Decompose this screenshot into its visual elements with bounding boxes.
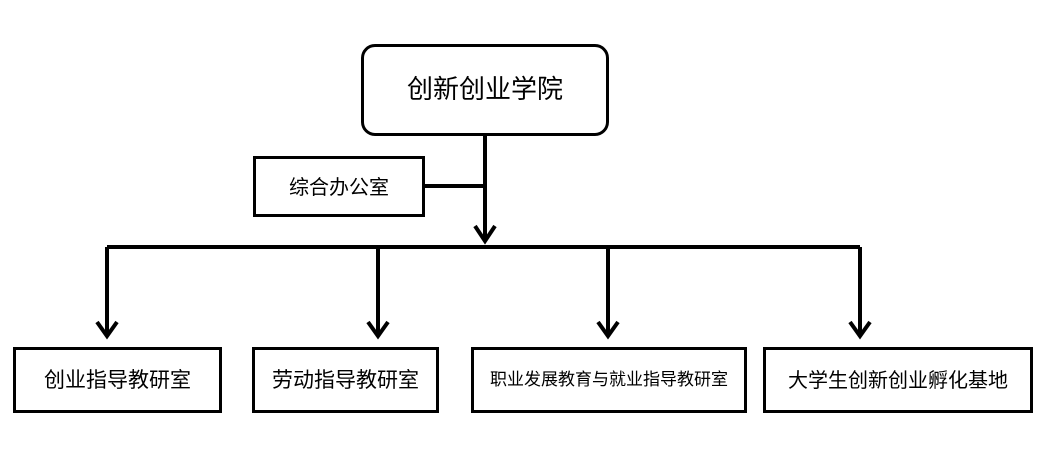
root-node: 创新创业学院 <box>361 44 609 136</box>
trunk-arrowhead <box>473 224 497 245</box>
department-node: 创业指导教研室 <box>13 347 222 413</box>
department-node: 大学生创新创业孵化基地 <box>763 347 1033 413</box>
department-node: 职业发展教育与就业指导教研室 <box>471 347 747 413</box>
drop-arrowhead-1 <box>95 320 119 340</box>
department-node: 劳动指导教研室 <box>252 347 439 413</box>
drop-arrowhead-2 <box>366 320 390 340</box>
drop-arrowhead-4 <box>848 320 872 340</box>
drop-arrowhead-3 <box>596 320 620 340</box>
side-office-node: 综合办公室 <box>253 156 425 217</box>
